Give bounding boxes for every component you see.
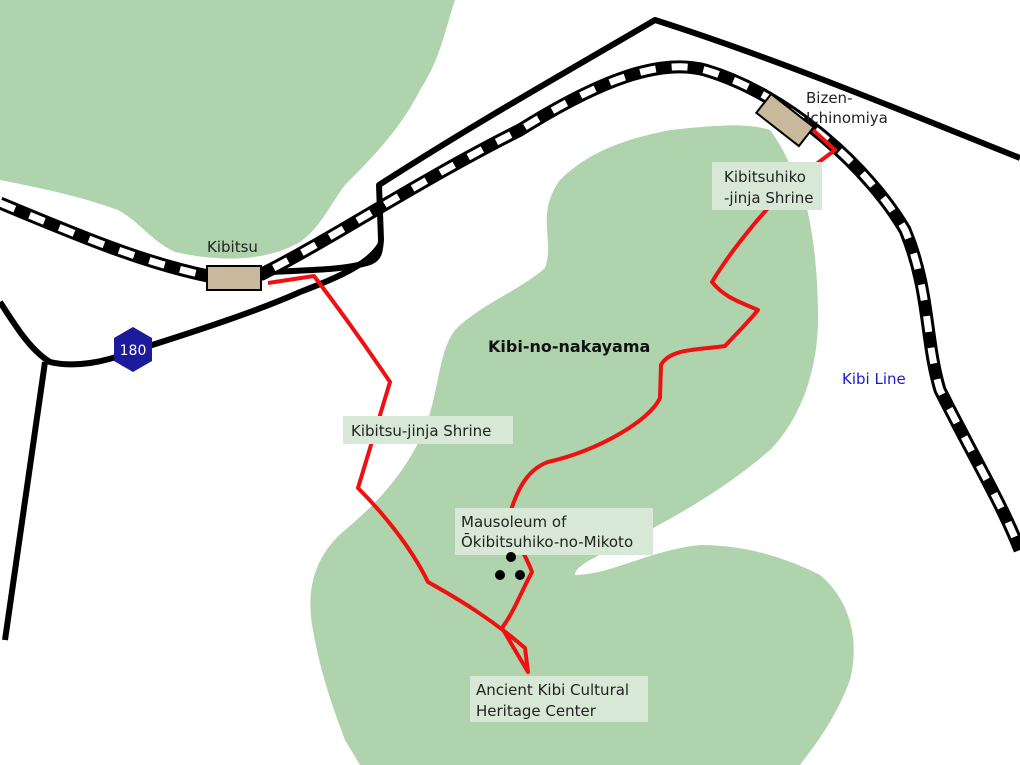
route-number: 180 bbox=[120, 343, 147, 359]
station-icon bbox=[206, 265, 262, 291]
label-heritage-line1: Ancient Kibi Cultural bbox=[476, 681, 629, 699]
station-label-bizen-line1: Bizen- bbox=[806, 89, 852, 107]
forest-northwest bbox=[0, 0, 455, 259]
road-route-180 bbox=[0, 243, 383, 368]
tomb-dots-icon bbox=[495, 552, 525, 580]
label-kibitsu-jinja-shrine: Kibitsu-jinja Shrine bbox=[351, 422, 491, 440]
road-southwest bbox=[2, 361, 48, 641]
hiking-trail bbox=[267, 128, 837, 674]
label-kibi-line: Kibi Line bbox=[842, 370, 906, 388]
forest-kibi-no-nakayama bbox=[310, 125, 854, 765]
route-shield-icon bbox=[114, 327, 152, 372]
label-heritage-line2: Heritage Center bbox=[476, 702, 597, 720]
label-mausoleum-line2: Ōkibitsuhiko-no-Mikoto bbox=[461, 532, 633, 551]
label-mausoleum-line1: Mausoleum of bbox=[461, 513, 567, 531]
station-label-bizen-line2: Ichinomiya bbox=[806, 109, 888, 127]
label-mountain: Kibi-no-nakayama bbox=[488, 337, 650, 356]
label-kibitsuhiko-line2: -jinja Shrine bbox=[724, 189, 813, 207]
label-kibitsuhiko-line1: Kibitsuhiko bbox=[724, 168, 806, 186]
station-icon bbox=[754, 92, 816, 148]
station-label-kibitsu: Kibitsu bbox=[207, 238, 258, 256]
